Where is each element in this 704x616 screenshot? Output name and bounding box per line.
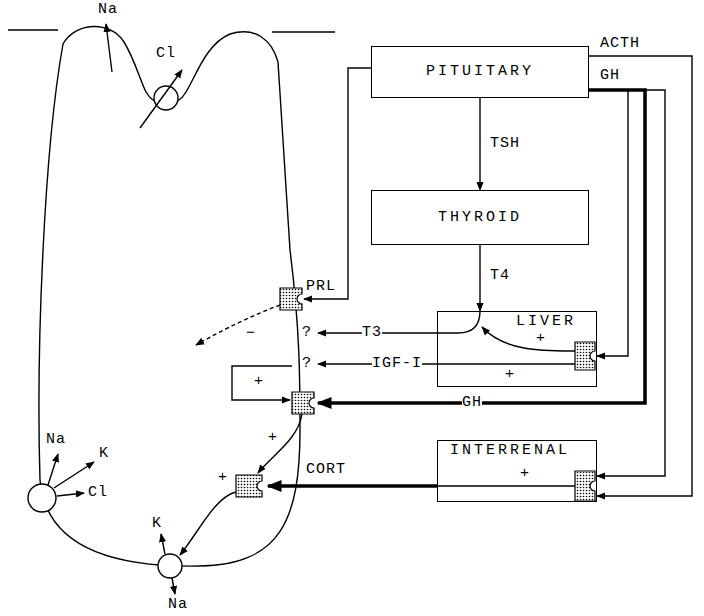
gh-to-cort-receptor	[258, 414, 302, 473]
cotransporter	[28, 484, 56, 512]
neighbour-cell-edge	[8, 29, 58, 30]
organ-name: INTERRENAL	[450, 443, 570, 459]
hormone-arrow	[589, 90, 665, 476]
hormone-label: TSH	[490, 136, 520, 152]
hormone-arrow	[479, 245, 480, 311]
deiodinase-stim	[482, 327, 575, 351]
diagram-label: Cl	[156, 46, 176, 62]
diagram-label: +	[536, 331, 546, 347]
igf-loop	[232, 366, 292, 400]
hormone-label: T4	[490, 268, 510, 284]
diagram-label: Na	[46, 432, 66, 448]
receptor	[236, 475, 262, 497]
organ-name: LIVER	[516, 314, 576, 330]
na-flux-arrow	[106, 24, 112, 72]
diagram-label: GH	[600, 68, 620, 84]
diagram-label: K	[99, 446, 109, 462]
cort-to-pump	[180, 492, 236, 555]
organ-box: PITUITARY	[371, 46, 589, 98]
diagram-label: ?	[302, 325, 312, 341]
cl-flux-arrow	[140, 70, 182, 128]
igf-line	[318, 363, 575, 364]
diagram-label: ?	[302, 356, 312, 372]
diagram-label: −	[246, 326, 256, 342]
hormone-arrow	[479, 98, 480, 190]
cl-arrow	[57, 493, 84, 496]
diagram-label: ACTH	[600, 36, 640, 52]
diagram-label: CORT	[306, 462, 346, 478]
organ-box: THYROID	[371, 190, 589, 245]
k-arrow	[161, 534, 165, 554]
cell-membrane	[39, 26, 300, 566]
prl-line	[304, 68, 371, 299]
receptor	[575, 342, 595, 370]
cl-channel	[154, 86, 178, 110]
interrenal-stim	[437, 485, 575, 486]
prl-inhibition	[196, 305, 280, 345]
diagram-label: Na	[168, 597, 188, 613]
diagram-label: GH	[462, 395, 482, 411]
receptor	[292, 392, 314, 414]
organ-name: PITUITARY	[426, 64, 534, 80]
hormone-arrow	[589, 90, 628, 356]
diagram-label: K	[152, 516, 162, 532]
receptor	[280, 288, 302, 310]
diagram-label: T3	[362, 325, 382, 341]
gh-direct-line	[318, 90, 645, 403]
organ-box: INTERRENAL	[437, 440, 597, 502]
diagram-label: +	[520, 466, 530, 482]
organ-box: LIVER	[437, 311, 597, 387]
diagram-label: +	[505, 367, 515, 383]
diagram-label: +	[254, 374, 264, 390]
diagram-label: +	[218, 470, 228, 486]
receptor	[575, 471, 595, 501]
diagram-label: Cl	[88, 485, 108, 501]
na-k-pump	[158, 554, 182, 578]
neighbour-cell-edge	[272, 31, 335, 32]
diagram-label: IGF-I	[372, 356, 422, 372]
diagram-label: Na	[98, 2, 118, 18]
diagram-label: +	[268, 430, 278, 446]
na-arrow	[48, 454, 58, 485]
cort-line	[268, 484, 437, 488]
diagram-label: PRL	[306, 279, 336, 295]
na-arrow	[172, 578, 175, 594]
organ-name: THYROID	[438, 210, 522, 226]
t3-line	[318, 311, 480, 333]
hormone-arrow	[589, 56, 692, 496]
